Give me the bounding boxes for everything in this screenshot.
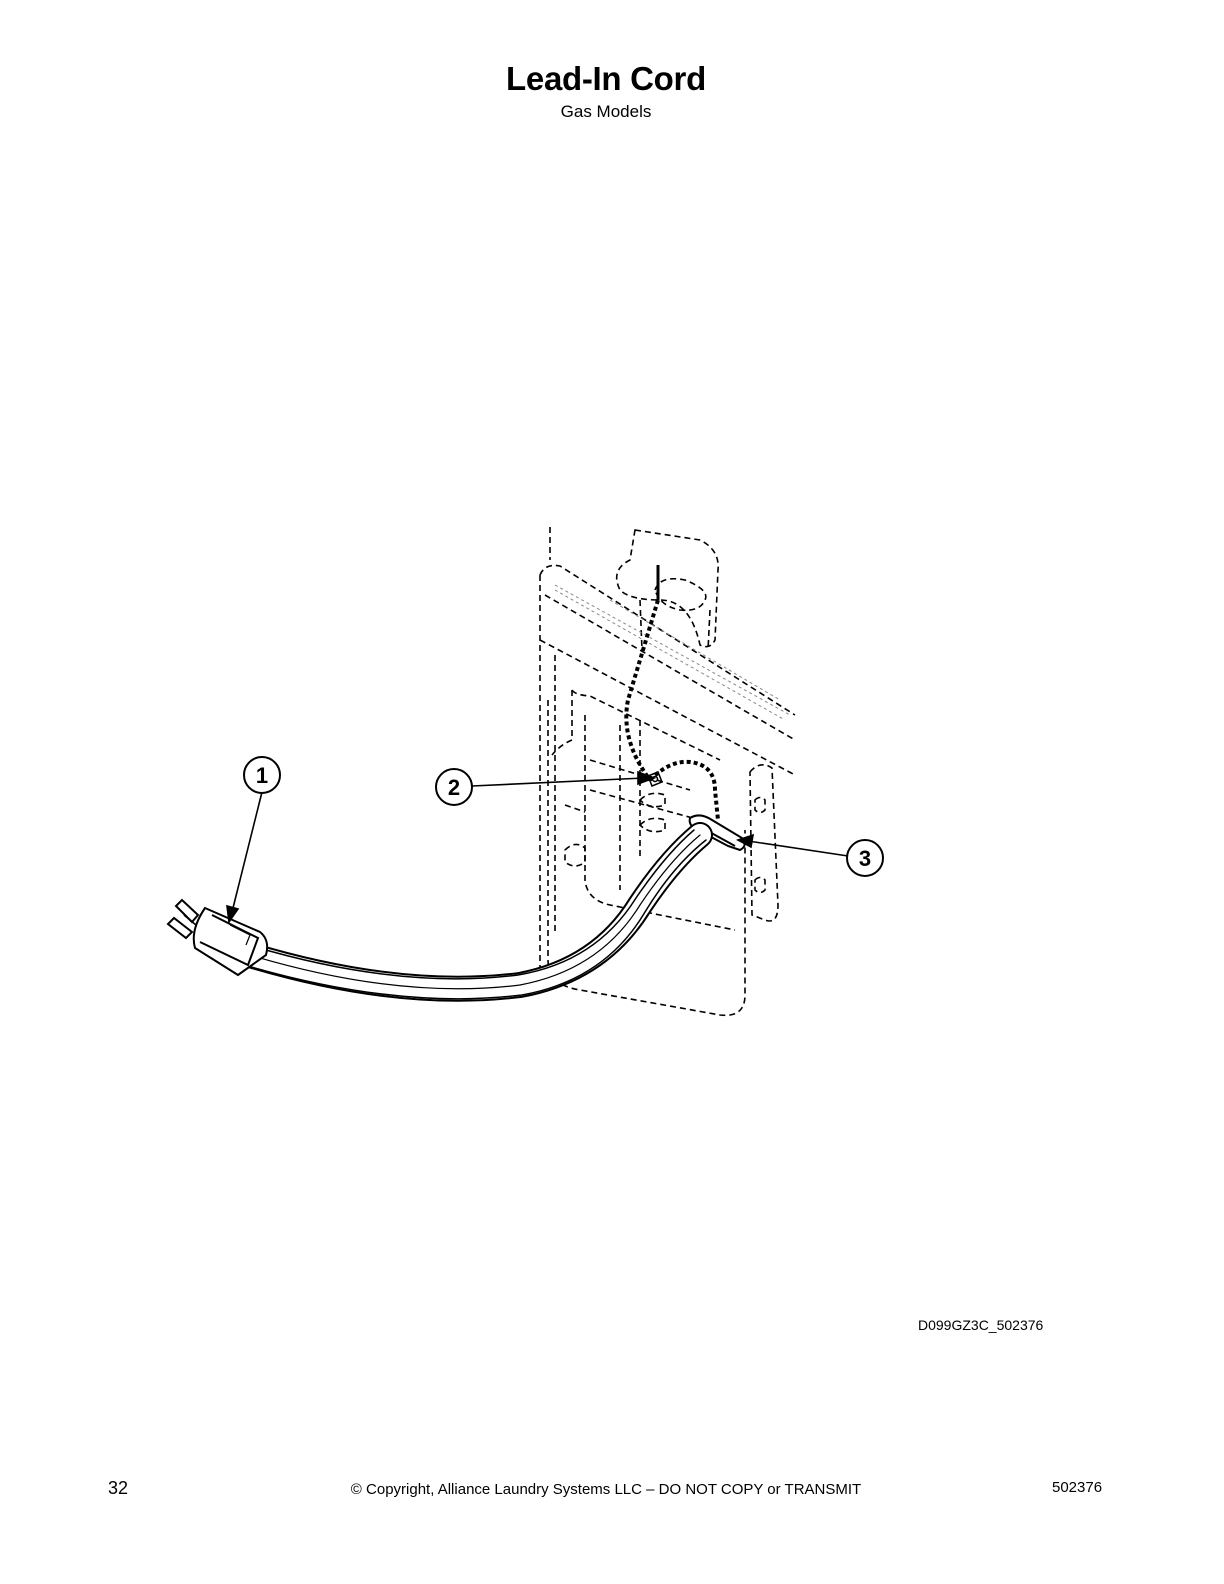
copyright-notice: © Copyright, Alliance Laundry Systems LL… bbox=[350, 1481, 862, 1498]
page-title: Lead-In Cord bbox=[506, 60, 706, 97]
callout-3-label: 3 bbox=[859, 846, 871, 871]
page-number: 32 bbox=[108, 1478, 129, 1498]
callout-leaders bbox=[226, 770, 849, 925]
power-plug-icon bbox=[166, 898, 269, 977]
internal-wire bbox=[624, 565, 720, 821]
document-number: 502376 bbox=[1052, 1479, 1103, 1496]
callout-3: 3 bbox=[846, 839, 884, 877]
callout-2: 2 bbox=[435, 768, 473, 806]
callout-1: 1 bbox=[243, 756, 281, 794]
cabinet-outline bbox=[539, 527, 796, 1017]
panel-detail-lines bbox=[554, 584, 791, 721]
power-cord bbox=[237, 822, 713, 1002]
callout-1-label: 1 bbox=[256, 763, 268, 788]
callout-2-label: 2 bbox=[448, 775, 460, 800]
drawing-code: D099GZ3C_502376 bbox=[918, 1317, 1044, 1333]
page-subtitle: Gas Models bbox=[560, 102, 652, 121]
